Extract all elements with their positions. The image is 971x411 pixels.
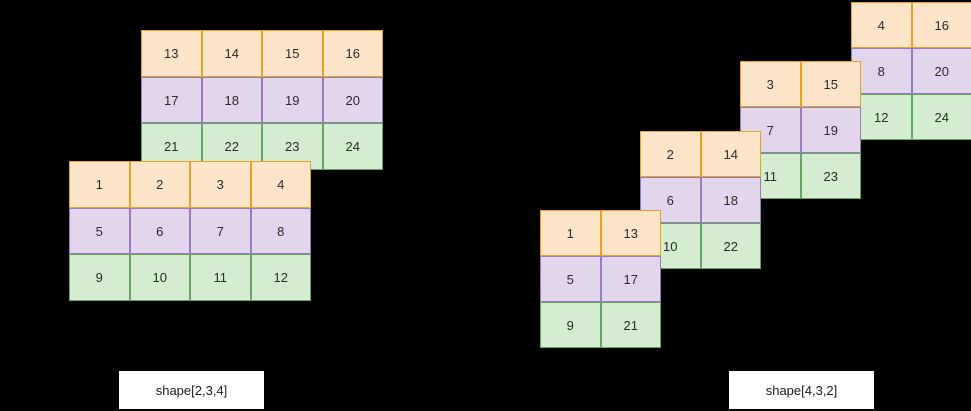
tensor-cell: 21: [600, 302, 661, 348]
tensor-cell: 16: [322, 30, 383, 77]
tensor-cell: 5: [540, 256, 601, 302]
tensor-cell: 22: [700, 223, 761, 269]
tensor-cell: 3: [740, 61, 801, 107]
tensor-cell: 8: [250, 207, 311, 255]
tensor-cell: 15: [800, 61, 861, 107]
tensor-cell: 1: [69, 161, 130, 208]
tensor-cell: 19: [262, 76, 323, 124]
tensor-cell: 2: [640, 131, 701, 177]
left-tensor-shape-label: shape[2,3,4]: [119, 371, 264, 409]
tensor-cell: 17: [141, 76, 202, 124]
tensor-cell: 12: [250, 254, 311, 302]
tensor-cell: 24: [322, 123, 383, 171]
tensor-cell: 13: [141, 30, 202, 77]
tensor-cell: 18: [201, 76, 262, 124]
tensor-cell: 18: [700, 177, 761, 223]
tensor-cell: 14: [700, 131, 761, 177]
tensor-cell: 7: [190, 207, 251, 255]
tensor-cell: 1: [540, 210, 601, 256]
tensor-cell: 20: [322, 76, 383, 124]
tensor-cell: 16: [911, 2, 971, 48]
tensor-cell: 20: [911, 48, 971, 94]
tensor-cell: 2: [129, 161, 190, 208]
tensor-cell: 6: [129, 207, 190, 255]
tensor-cell: 24: [911, 94, 971, 140]
tensor-cell: 5: [69, 207, 130, 255]
tensor-cell: 13: [600, 210, 661, 256]
tensor-cell: 4: [250, 161, 311, 208]
shape-label-text: shape[4,3,2]: [765, 382, 838, 398]
right-tensor-shape-label: shape[4,3,2]: [729, 371, 874, 409]
tensor-cell: 11: [190, 254, 251, 302]
tensor-cell: 3: [190, 161, 251, 208]
tensor-cell: 15: [262, 30, 323, 77]
tensor-cell: 17: [600, 256, 661, 302]
tensor-cell: 9: [69, 254, 130, 302]
tensor-cell: 9: [540, 302, 601, 348]
shape-label-text: shape[2,3,4]: [155, 382, 228, 398]
tensor-cell: 12: [851, 94, 912, 140]
tensor-cell: 10: [129, 254, 190, 302]
tensor-cell: 4: [851, 2, 912, 48]
tensor-cell: 19: [800, 107, 861, 153]
tensor-cell: 14: [201, 30, 262, 77]
tensor-cell: 23: [800, 153, 861, 199]
